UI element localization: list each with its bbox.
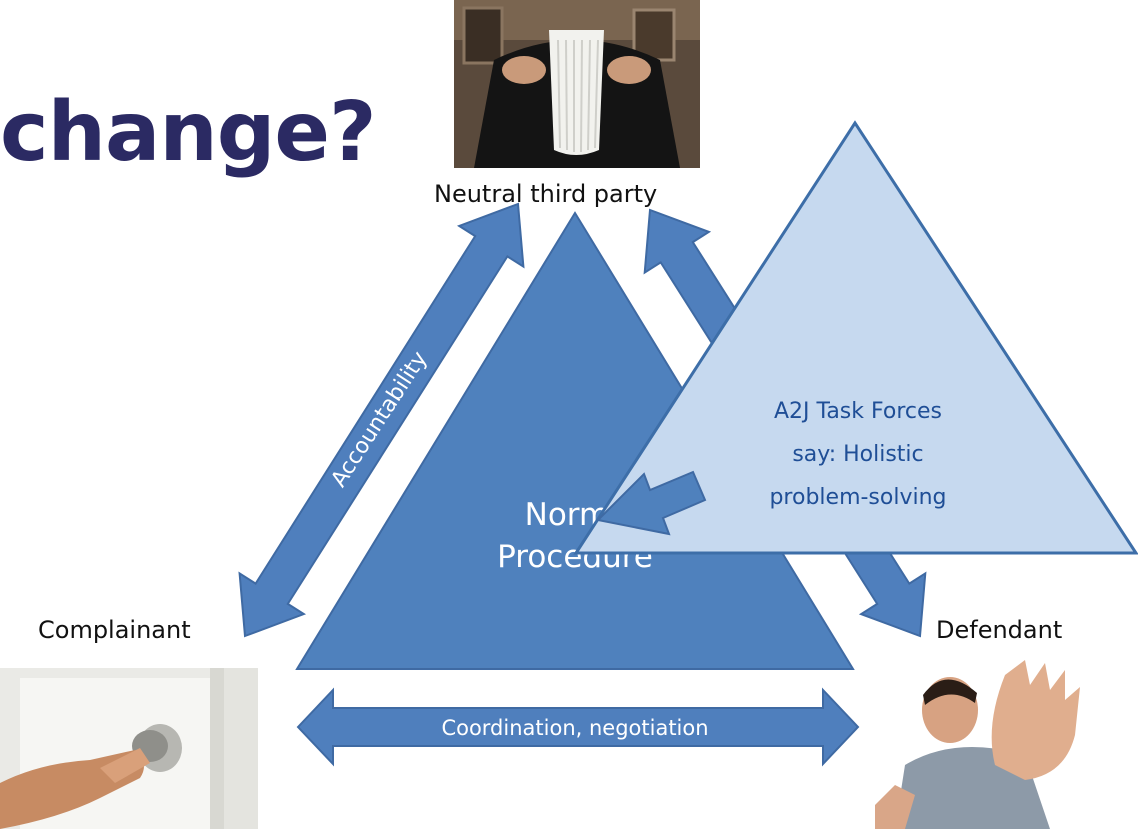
overlay-text-3: problem-solving (769, 485, 946, 510)
complainant-label: Complainant (38, 616, 191, 644)
judge-photo (454, 0, 700, 168)
door-handle-photo (0, 668, 258, 829)
accountability-label: Accountability (327, 347, 433, 492)
neutral-third-party-label: Neutral third party (434, 180, 658, 208)
a2j-pointer-arrow (595, 470, 707, 536)
coordination-label: Coordination, negotiation (441, 716, 708, 740)
defendant-label: Defendant (936, 616, 1063, 644)
coordination-arrow (296, 687, 860, 767)
defensive-man-photo (875, 655, 1095, 829)
overlay-text-2: say: Holistic (792, 442, 923, 467)
a2j-task-forces-triangle (573, 120, 1138, 555)
accountability-arrow (238, 202, 525, 638)
slide-title: change? (0, 85, 377, 180)
overlay-text-1: A2J Task Forces (774, 399, 942, 424)
